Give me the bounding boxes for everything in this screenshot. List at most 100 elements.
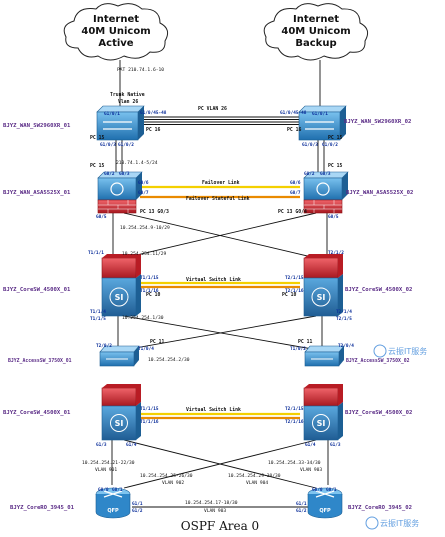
label-pc15-left-top: PC 15	[90, 135, 105, 141]
port-bt1116-l: T1/1/16	[140, 419, 159, 425]
port-g00-r: G0/0	[312, 487, 323, 493]
label-pc16-left: PC 16	[146, 127, 161, 133]
label-ip-21-22: 10.254.254.21-22/30	[82, 460, 135, 466]
label-vsl-top: Virtual Switch Link	[186, 277, 241, 283]
wan-switch-02-icon	[298, 105, 347, 141]
port-t1115-l: T1/1/15	[140, 275, 159, 281]
label-vlan26: Vlan 26	[118, 99, 138, 105]
label-pc11-right: PC 11	[298, 339, 313, 345]
label-ip-11: 10.254.254.11/29	[122, 251, 166, 257]
port-t215-r: T2/1/5	[336, 316, 352, 322]
core-switch-b02-icon: SI	[303, 384, 343, 441]
vsl-bottom	[140, 412, 300, 420]
cloud-left-shape	[63, 3, 169, 61]
label-core-b01: BJYZ_CoreSW_4500X_01	[3, 410, 71, 416]
port-g13-r: G1/3	[330, 442, 341, 448]
cloud-right-line2: 40M Unicom	[281, 26, 350, 37]
label-trunk-native: Trunk Native	[110, 92, 145, 98]
port-g11-r: G1/1	[296, 501, 307, 507]
cloud-right-line3: Backup	[295, 38, 336, 49]
link-labels: PAT 210.74.1.6-10 Trunk Native Vlan 26 P…	[82, 67, 343, 533]
label-vlan903-b: VLAN 903	[204, 508, 226, 514]
cloud-left-line3: Active	[98, 38, 133, 49]
port-bt2115-r: T2/1/15	[285, 406, 304, 412]
port-g05-r: G0/5	[328, 214, 339, 220]
watermark-bottom: 云振IT服务	[380, 518, 419, 528]
port-g03-l: G0/3	[119, 171, 130, 177]
watermark-top-logo-icon	[373, 344, 387, 358]
port-g00-l: G0/0	[98, 487, 109, 493]
label-pc16-right: PC 16	[287, 127, 302, 133]
port-g14-l: G1/4	[126, 442, 137, 448]
label-failover-link: Failover Link	[202, 180, 240, 186]
port-t115-l: T1/1/5	[90, 316, 106, 322]
label-asa-01: BJYZ_WAN_ASA5525X_01	[3, 190, 71, 196]
port-g102-l: G1/0/2	[118, 142, 134, 148]
port-g103-r: G1/0/3	[302, 142, 318, 148]
port-labels: G1/0/1 G1/0/45-48 G1/0/1 G1/0/45-48 G1/0…	[88, 110, 354, 514]
label-ip-2-30: 10.254.254.2/30	[148, 357, 190, 363]
router-02-icon: QFP	[307, 487, 343, 519]
port-t102-r: T1/0/2	[290, 346, 306, 352]
watermark-top: 云振IT服务	[388, 346, 427, 356]
port-g02-r: G0/2	[304, 171, 315, 177]
port-bt1115-l: T1/1/15	[140, 406, 159, 412]
port-g01-l: G0/1	[112, 487, 123, 493]
access-switch-02-icon	[304, 345, 345, 367]
label-core-b02: BJYZ_CoreSW_4500X_02	[345, 410, 412, 416]
router-02-qfp: QFP	[319, 508, 331, 514]
port-g101-r: G1/0/1	[312, 111, 328, 117]
port-t114-l: T1/1/4	[90, 309, 106, 315]
label-pc13-left: PC 13 G0/3	[140, 209, 169, 215]
cloud-right: Internet 40M Unicom Backup	[263, 3, 369, 61]
asa-02-icon	[303, 171, 349, 214]
port-g1045-l: G1/0/45-48	[140, 110, 167, 116]
port-g1045-r: G1/0/45-48	[280, 110, 307, 116]
router-01-qfp: QFP	[107, 508, 119, 514]
asa-01-icon	[97, 171, 143, 214]
cloud-right-line1: Internet	[293, 14, 339, 25]
label-failover-stateful: Failover Stateful Link	[186, 196, 250, 202]
label-wan-sw-01: BJYZ_WAN_SW2960XR_01	[3, 123, 71, 129]
core-switch-02-icon: SI	[303, 254, 343, 317]
port-g07-r: G0/7	[290, 190, 301, 196]
port-g12-l: G1/2	[132, 508, 143, 514]
label-pc15-right-mid: PC 15	[328, 163, 343, 169]
cloud-right-shape	[263, 3, 369, 61]
port-g101-l: G1/0/1	[104, 111, 120, 117]
link-cb2-r1	[123, 439, 317, 489]
access-switch-01-icon	[99, 345, 140, 367]
port-g103-l: G1/0/3	[100, 142, 116, 148]
cloud-left-line1: Internet	[93, 14, 139, 25]
port-g12-r: G1/2	[296, 508, 307, 514]
watermarks: 云振IT服务 云振IT服务	[365, 344, 427, 530]
port-g13-l: G1/3	[96, 442, 107, 448]
watermark-bottom-logo-icon	[365, 516, 379, 530]
port-t1115-r: T2/1/15	[285, 275, 304, 281]
core-switch-01-icon: SI	[101, 254, 141, 317]
port-t204-r: T2/0/4	[338, 343, 354, 349]
port-g02-l: G0/2	[104, 171, 115, 177]
cloud-left: Internet 40M Unicom Active	[63, 3, 169, 61]
core-switch-b01-icon: SI	[101, 384, 141, 441]
label-ip-1-30: 10.254.254.1/30	[122, 315, 164, 321]
label-access-02: BJYZ_AccessSW_3750X_02	[346, 358, 410, 364]
svg-text:SI: SI	[317, 419, 326, 428]
label-router-01: BJYZ_CoreRO_3945_01	[10, 505, 75, 511]
label-fw-subnet: 210.74.1.4-5/24	[116, 160, 158, 166]
port-g11-l: G1/1	[132, 501, 143, 507]
port-t112-r: T2/1/2	[328, 250, 344, 256]
label-pc15-left-mid: PC 15	[90, 163, 105, 169]
svg-text:SI: SI	[115, 419, 124, 428]
vsl-top	[140, 281, 300, 289]
port-g14-r: G1/4	[305, 442, 316, 448]
router-01-icon: QFP	[95, 487, 131, 519]
label-ip-9-10: 10.254.254.9-10/29	[120, 225, 170, 231]
label-vlan902: VLAN 902	[162, 480, 184, 486]
label-ospf-area: OSPF Area 0	[181, 519, 259, 533]
link-asa2-core1	[123, 212, 317, 259]
port-t214-r: T2/1/4	[336, 309, 352, 315]
label-pc10-right: PC 10	[282, 292, 297, 298]
label-ip-17-18: 10.254.254.17-18/30	[185, 500, 238, 506]
